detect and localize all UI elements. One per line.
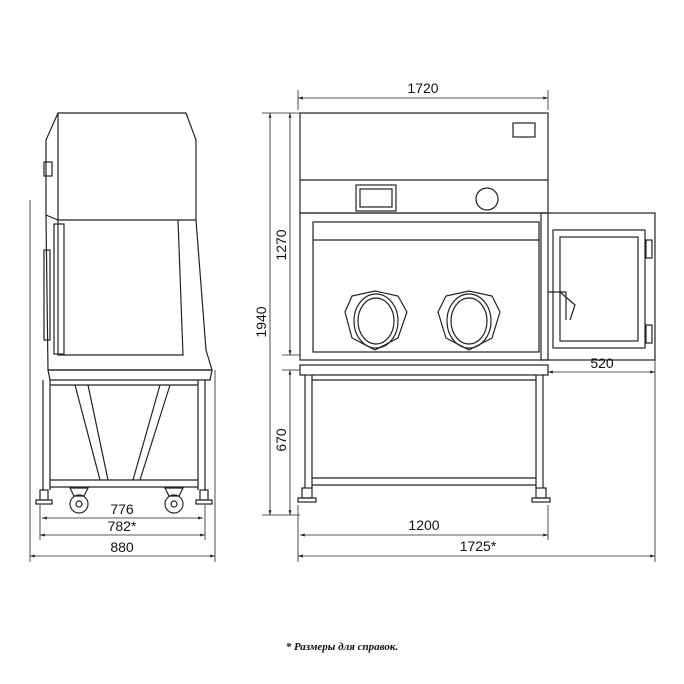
glove-port-right	[437, 290, 501, 351]
dim-side-depth: 880	[110, 539, 134, 555]
side-door-window	[552, 229, 646, 349]
dim-door-width: 520	[590, 355, 614, 371]
front-view	[297, 112, 656, 503]
side-door	[540, 212, 656, 361]
dim-total-height: 1940	[253, 306, 269, 337]
dim-total-width: 1725*	[460, 538, 497, 554]
side-view	[35, 112, 213, 514]
front-worktop	[299, 364, 549, 376]
dim-side-leg-span: 776	[110, 501, 134, 517]
side-worktop	[47, 369, 213, 381]
side-handle	[43, 249, 51, 341]
glove-port-left	[344, 290, 408, 351]
side-switch	[43, 161, 53, 177]
side-cabinet	[45, 214, 213, 371]
dim-side-caster-span: 782*	[108, 518, 137, 534]
dimension-lines	[29, 90, 656, 562]
side-window	[57, 219, 184, 356]
side-hood	[57, 112, 197, 221]
front-top-box	[299, 112, 549, 214]
side-braces	[74, 384, 171, 481]
dim-front-width: 1720	[407, 80, 438, 96]
caster-right	[164, 494, 184, 514]
front-label-plate	[512, 122, 536, 138]
touch-screen	[355, 184, 397, 212]
dim-chamber-height: 1270	[273, 229, 289, 260]
gauge	[475, 187, 499, 211]
dim-stand-height: 670	[273, 428, 289, 452]
side-door-frame	[53, 223, 65, 355]
front-window	[312, 221, 540, 353]
door-handle	[548, 291, 576, 321]
footnote: * Размеры для справок.	[285, 641, 399, 653]
front-chamber-frame	[299, 212, 549, 361]
caster-left	[69, 494, 89, 514]
side-hood-front	[45, 112, 59, 221]
dim-leg-span: 1200	[408, 517, 439, 533]
